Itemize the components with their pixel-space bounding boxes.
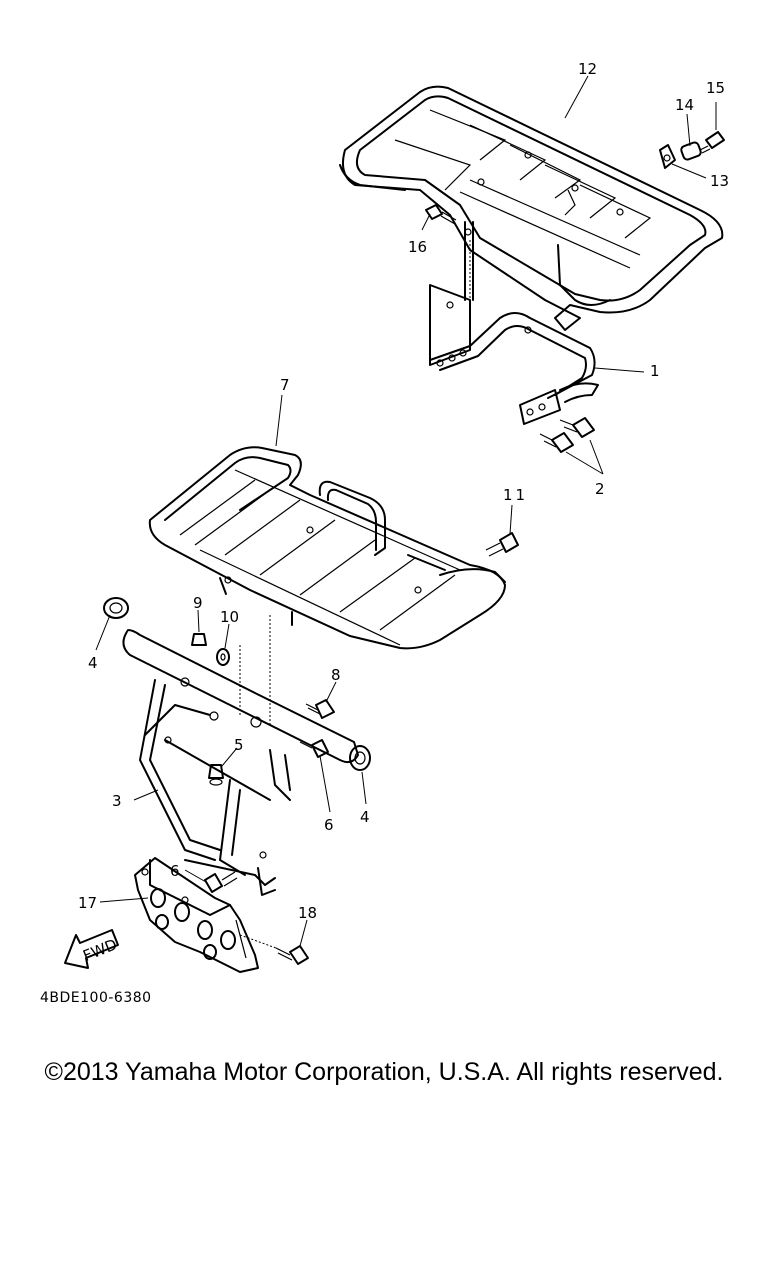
bolt-part-6-upper [299,739,329,758]
callout-9: 9 [193,594,203,612]
bolt-part-6-lower [204,871,238,893]
carrier-bracket-part-1 [429,240,599,425]
callout-1: 1 [650,362,660,380]
forward-arrow-icon: FWD [64,929,120,969]
callout-10: 10 [220,608,239,626]
callout-18: 18 [298,904,317,922]
grommet-part-4-left [103,597,129,619]
copyright-notice: ©2013 Yamaha Motor Corporation, U.S.A. A… [44,1058,724,1086]
callout-5: 5 [234,736,244,754]
front-carrier-part-7 [148,446,506,650]
callout-2: 2 [595,480,605,498]
bolt-part-8 [305,699,335,719]
callout-12: 12 [578,60,597,78]
callout-15: 15 [706,79,725,97]
callout-4-right: 4 [360,808,370,826]
bolt-part-11 [485,532,519,557]
callout-labels: 1 2 3 4 4 5 6 6 7 8 9 10 11 12 13 14 15 … [78,60,729,922]
parts-diagram: FWD 1 2 3 4 4 5 6 6 7 8 9 10 [64,60,729,973]
callout-8: 8 [331,666,341,684]
callout-17: 17 [78,894,97,912]
bolts-part-2 [539,417,595,453]
callout-7: 7 [280,376,290,394]
callout-3: 3 [112,792,122,810]
leader-lines [95,75,717,947]
bolt-part-15 [699,131,725,154]
nut-part-5 [208,764,224,786]
callout-14: 14 [675,96,694,114]
bolt-part-16 [425,204,457,225]
bolt-part-18 [239,934,309,965]
callout-11: 11 [503,486,528,504]
callout-16: 16 [408,238,427,256]
callout-6-lower: 6 [170,862,180,880]
grommet-part-4-right [349,745,371,771]
rear-bracket-part-13 [659,144,676,169]
callout-4-left: 4 [88,654,98,672]
rear-carrier-part-12 [339,85,724,331]
callout-13: 13 [710,172,729,190]
diagram-code: 4BDE100-6380 [40,990,152,1006]
front-guard-part-3 [122,615,359,896]
skid-plate-part-17 [134,857,259,973]
callout-6-upper: 6 [324,816,334,834]
nut-part-9 [191,633,207,646]
washer-part-10 [216,648,230,666]
sleeve-part-14 [680,141,702,161]
